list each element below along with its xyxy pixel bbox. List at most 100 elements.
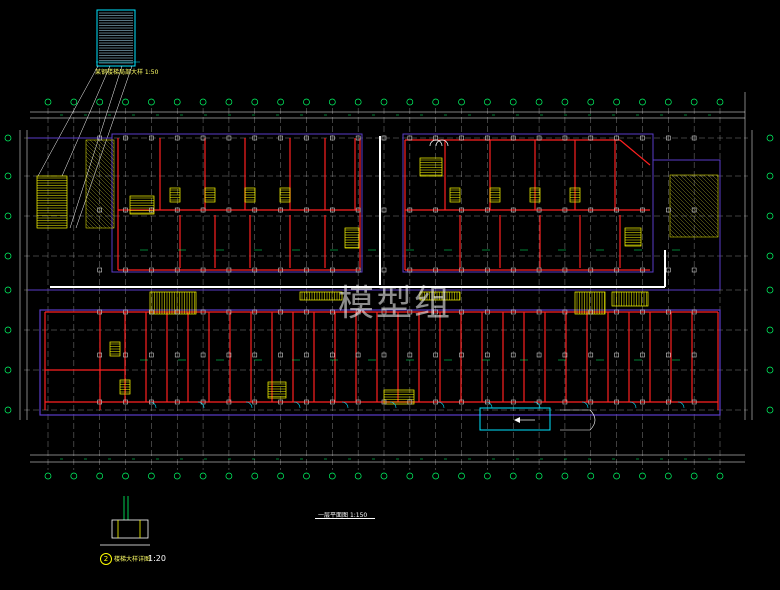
- column: [149, 399, 154, 405]
- column: [562, 267, 568, 273]
- column: [407, 207, 413, 213]
- axis-bubble-right: [766, 172, 774, 180]
- column: [510, 309, 516, 315]
- hatch-line: [93, 139, 115, 161]
- column: [536, 352, 542, 358]
- column: [123, 309, 128, 315]
- column: [614, 399, 619, 405]
- column: [174, 309, 180, 315]
- hatch-line: [669, 192, 715, 238]
- axis-bubble-bottom: [122, 472, 129, 480]
- column: [123, 352, 128, 358]
- column: [485, 352, 490, 358]
- axis-bubble-top: [122, 98, 129, 106]
- door-arc: [197, 401, 205, 409]
- column: [614, 267, 619, 273]
- axis-bubble-bottom: [96, 472, 104, 480]
- axis-bubble-top: [70, 98, 78, 106]
- stair-outline: [344, 227, 360, 249]
- column: [588, 399, 594, 405]
- stair-corridor-1: [149, 291, 197, 315]
- stair-lower-left-2: [119, 379, 131, 395]
- detail-1-label: 某钢楼梯局部大样 1:50: [95, 69, 159, 76]
- column: [355, 352, 361, 358]
- column: [174, 135, 180, 141]
- column: [149, 309, 154, 315]
- axis-bubble-left: [4, 252, 12, 260]
- axis-bubble-bottom: [432, 472, 440, 480]
- column: [226, 135, 232, 141]
- door-arc: [533, 401, 541, 409]
- stair-detail-top: [96, 9, 140, 67]
- detail-2-number: 2: [100, 553, 112, 565]
- column: [330, 267, 335, 273]
- hatch-line: [85, 215, 99, 229]
- column: [252, 309, 258, 315]
- column: [381, 399, 387, 405]
- entrance-arrow-head: [514, 417, 520, 423]
- hatch-line: [85, 183, 115, 213]
- column: [614, 352, 619, 358]
- hatch-line: [669, 176, 719, 226]
- column: [536, 135, 542, 141]
- stair-ul-1: [129, 195, 155, 215]
- column: [174, 352, 180, 358]
- axis-bubble-top: [277, 98, 284, 106]
- hatch-line: [85, 191, 115, 221]
- axis-bubble-bottom: [303, 472, 310, 480]
- column: [355, 207, 361, 213]
- axis-bubble-bottom: [354, 472, 362, 480]
- column: [640, 352, 645, 358]
- column: [123, 135, 128, 141]
- column: [536, 309, 542, 315]
- hatch-line: [671, 174, 719, 222]
- axis-bubble-top: [380, 98, 388, 106]
- hatch-line: [105, 139, 115, 149]
- dimension-lines: [19, 92, 753, 463]
- axis-bubble-top: [432, 98, 440, 106]
- hatch-line: [85, 139, 115, 169]
- stair-outline: [267, 381, 287, 399]
- stair-outline: [419, 291, 461, 301]
- column: [614, 309, 619, 315]
- hatch-line: [85, 163, 115, 193]
- stair-corridor-2: [299, 291, 343, 301]
- axis-bubble-top: [561, 98, 569, 106]
- door-arc: [677, 401, 685, 409]
- detail-2-label: 楼梯大样详图: [114, 556, 151, 563]
- axis-bubble-bottom: [199, 472, 207, 480]
- column: [226, 267, 232, 273]
- hatch-line: [85, 151, 115, 181]
- column: [666, 135, 671, 141]
- hatch-right: [669, 174, 719, 238]
- column: [588, 267, 594, 273]
- column: [123, 267, 128, 273]
- column: [200, 207, 206, 213]
- hatch-line: [85, 187, 115, 217]
- axis-bubble-top: [484, 98, 491, 106]
- hatch-line: [669, 208, 699, 238]
- column: [433, 399, 438, 405]
- column: [355, 399, 361, 405]
- hatch-line: [699, 174, 719, 194]
- door-arc: [437, 401, 445, 409]
- column: [278, 352, 283, 358]
- hatch-line: [669, 188, 719, 238]
- column: [433, 267, 438, 273]
- axis-bubble-right: [766, 212, 774, 220]
- hatch-line: [715, 174, 719, 178]
- axis-bubble-top: [535, 98, 543, 106]
- column: [381, 352, 387, 358]
- door-arc: [581, 401, 589, 409]
- column: [691, 309, 697, 315]
- column: [666, 399, 671, 405]
- column: [381, 207, 387, 213]
- column: [459, 399, 464, 405]
- column: [149, 135, 154, 141]
- column: [407, 352, 413, 358]
- column: [174, 207, 180, 213]
- drawing-title: 一层平面图 1:150: [318, 510, 367, 519]
- axis-bubble-bottom: [406, 472, 414, 480]
